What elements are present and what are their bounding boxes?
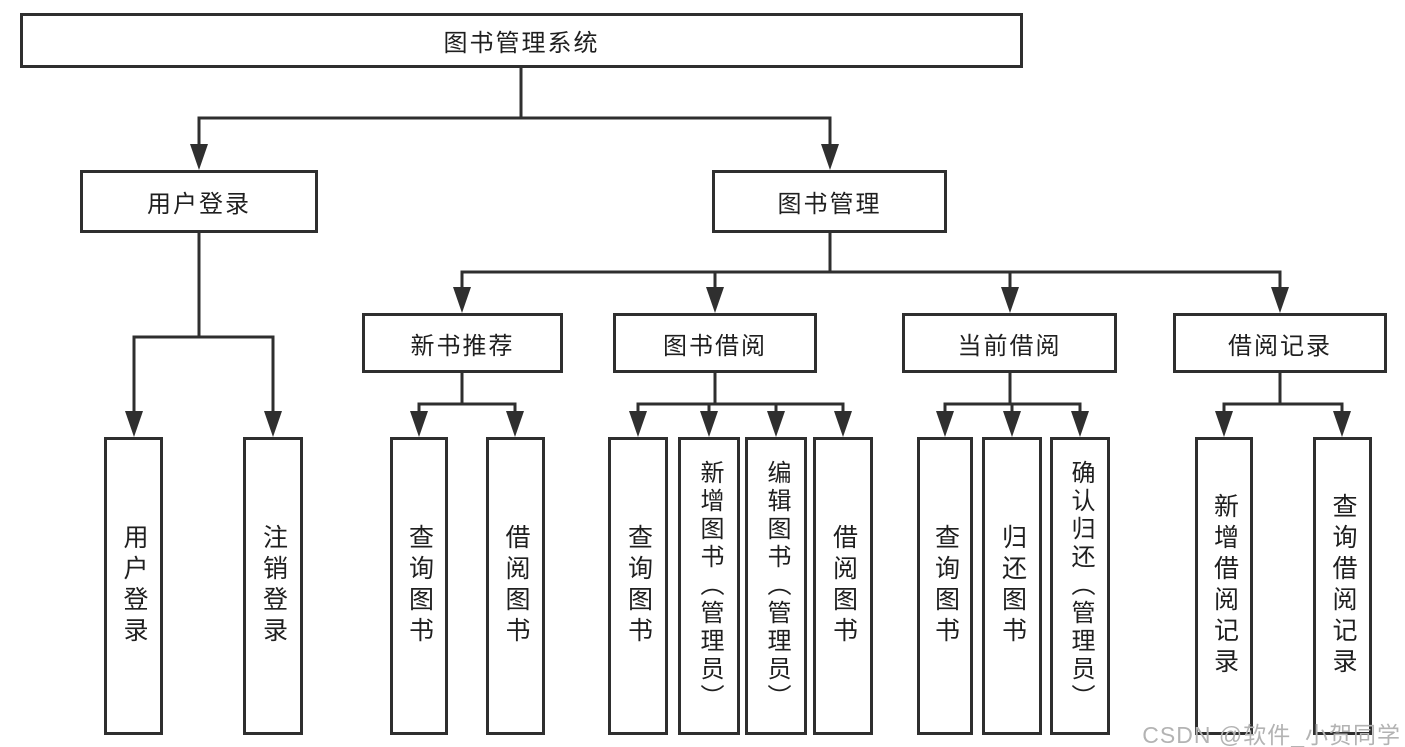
leaf-return-books: 归还图书: [982, 437, 1042, 735]
node-user-login: 用户登录: [80, 170, 318, 233]
leaf-query-books-current: 查询图书: [917, 437, 973, 735]
node-book-management: 图书管理: [712, 170, 947, 233]
leaf-query-books-recommend: 查询图书: [390, 437, 448, 735]
node-borrowing-records: 借阅记录: [1173, 313, 1387, 373]
leaf-query-books-borrow: 查询图书: [608, 437, 668, 735]
leaf-add-book-admin: 新增图书（管理员）: [678, 437, 740, 735]
node-root: 图书管理系统: [20, 13, 1023, 68]
leaf-logout: 注销登录: [243, 437, 303, 735]
node-book-borrowing: 图书借阅: [613, 313, 817, 373]
csdn-watermark: CSDN @软件_小贺同学: [1142, 722, 1401, 747]
leaf-user-login: 用户登录: [104, 437, 163, 735]
node-new-book-recommendation: 新书推荐: [362, 313, 563, 373]
node-current-borrowing: 当前借阅: [902, 313, 1117, 373]
leaf-confirm-return-admin: 确认归还（管理员）: [1050, 437, 1110, 735]
leaf-borrow-books-borrow: 借阅图书: [813, 437, 873, 735]
leaf-query-borrow-record: 查询借阅记录: [1313, 437, 1372, 735]
leaf-borrow-books-recommend: 借阅图书: [486, 437, 545, 735]
leaf-add-borrow-record: 新增借阅记录: [1195, 437, 1253, 735]
leaf-edit-book-admin: 编辑图书（管理员）: [745, 437, 807, 735]
